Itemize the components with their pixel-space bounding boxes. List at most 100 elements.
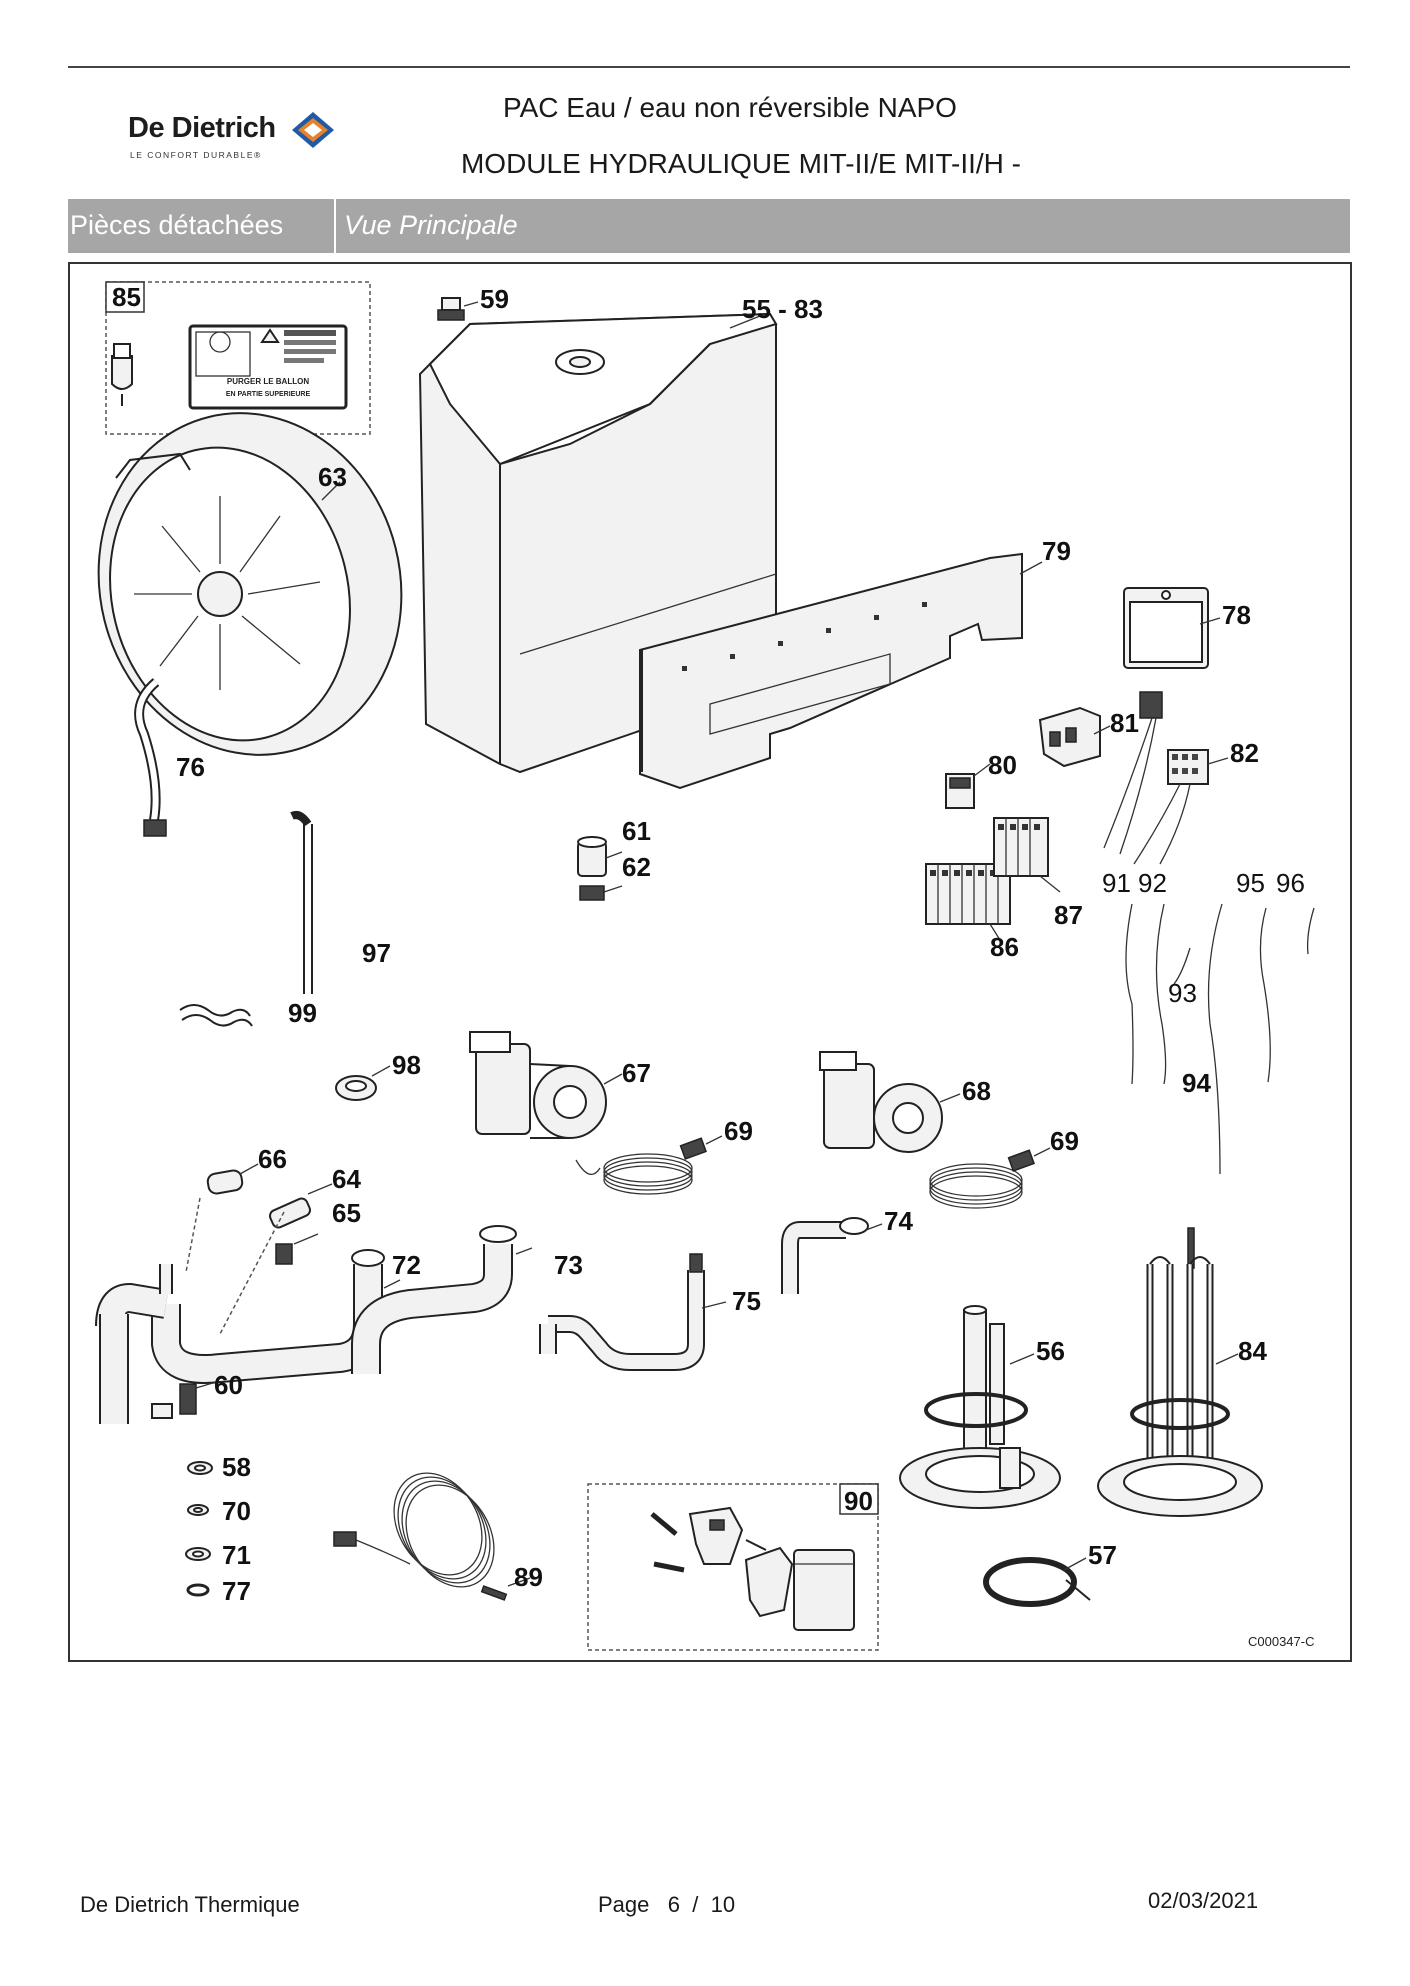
page-separator: / bbox=[692, 1892, 699, 1917]
callout-74: 74 bbox=[884, 1206, 913, 1236]
callout-56: 56 bbox=[1036, 1336, 1065, 1366]
callout-66: 66 bbox=[258, 1144, 287, 1174]
part-91-96-sensor-cables bbox=[1125, 903, 1315, 1175]
section-view: Vue Principale bbox=[344, 210, 518, 240]
callout-71: 71 bbox=[222, 1540, 251, 1570]
part-82-connector-harness bbox=[1103, 691, 1229, 865]
part-71-washer bbox=[185, 1547, 211, 1561]
part-74-pipe bbox=[781, 1217, 883, 1294]
part-90-control-kit bbox=[587, 1483, 879, 1651]
callout-96: 96 bbox=[1276, 868, 1305, 898]
callout-61: 61 bbox=[622, 816, 651, 846]
callout-58: 58 bbox=[222, 1452, 251, 1482]
part-85-purge-kit: PURGER LE BALLON EN PARTIE SUPERIEURE bbox=[105, 281, 371, 435]
page-label: Page bbox=[598, 1892, 650, 1917]
callout-77: 77 bbox=[222, 1576, 251, 1606]
drawing-reference: C000347-C bbox=[1248, 1634, 1315, 1649]
callout-75: 75 bbox=[732, 1286, 761, 1316]
callout-63: 63 bbox=[318, 462, 347, 492]
callout-80: 80 bbox=[988, 750, 1017, 780]
part-81-switch bbox=[1038, 706, 1111, 768]
callout-82: 82 bbox=[1230, 738, 1259, 768]
callout-68: 68 bbox=[962, 1076, 991, 1106]
part-66-sensor bbox=[206, 1163, 259, 1195]
part-99-clip bbox=[179, 1004, 253, 1027]
part-69-pump-cable-2 bbox=[929, 1147, 1051, 1209]
part-89-sensor-probe bbox=[333, 1472, 531, 1601]
callout-84: 84 bbox=[1238, 1336, 1267, 1366]
callout-86: 86 bbox=[990, 932, 1019, 962]
part-73-pipe bbox=[351, 1225, 533, 1374]
part-56-heat-exchanger-flange bbox=[899, 1305, 1061, 1509]
parts-drawing: PURGER LE BALLON EN PARTIE SUPERIEURE bbox=[95, 281, 1315, 1651]
page-total: 10 bbox=[710, 1892, 736, 1917]
callout-55-83: 55 - 83 bbox=[742, 294, 823, 324]
part-86-87-terminal-blocks bbox=[925, 817, 1061, 941]
callout-65: 65 bbox=[332, 1198, 361, 1228]
callout-73: 73 bbox=[554, 1250, 583, 1280]
callout-98: 98 bbox=[392, 1050, 421, 1080]
label-text-line-1: PURGER LE BALLON bbox=[227, 377, 309, 386]
brand-diamond-icon bbox=[292, 112, 334, 148]
callout-59: 59 bbox=[480, 284, 509, 314]
callout-57: 57 bbox=[1088, 1540, 1117, 1570]
callout-81: 81 bbox=[1110, 708, 1139, 738]
part-79-mounting-plate bbox=[639, 552, 1043, 790]
callout-labels: 85 59 55 - 83 63 79 78 81 82 76 80 61 62… bbox=[112, 282, 1305, 1606]
callout-78: 78 bbox=[1222, 600, 1251, 630]
callout-85: 85 bbox=[112, 282, 141, 312]
part-98-nut bbox=[335, 1065, 391, 1101]
callout-62: 62 bbox=[622, 852, 651, 882]
label-text-line-2: EN PARTIE SUPERIEURE bbox=[226, 391, 311, 398]
part-57-gasket bbox=[983, 1557, 1091, 1607]
section-category-cell: Pièces détachées bbox=[68, 199, 336, 253]
callout-87: 87 bbox=[1054, 900, 1083, 930]
section-bar: Pièces détachées Vue Principale bbox=[68, 199, 1350, 253]
part-97-sensor-rod bbox=[290, 811, 313, 994]
callout-79: 79 bbox=[1042, 536, 1071, 566]
header-rule bbox=[68, 66, 1350, 68]
part-64-pressure-sensor bbox=[268, 1183, 333, 1229]
document-subtitle: MODULE HYDRAULIQUE MIT-II/E MIT-II/H - bbox=[460, 148, 1022, 179]
part-63-expansion-vessel bbox=[97, 412, 403, 756]
callout-67: 67 bbox=[622, 1058, 651, 1088]
callout-76: 76 bbox=[176, 752, 205, 782]
callout-69-a: 69 bbox=[724, 1116, 753, 1146]
callout-90: 90 bbox=[844, 1486, 873, 1516]
brand-logo: De Dietrich LE CONFORT DURABLE® bbox=[128, 112, 348, 172]
part-78-cover bbox=[1123, 587, 1221, 669]
callout-95: 95 bbox=[1236, 868, 1265, 898]
callout-70: 70 bbox=[222, 1496, 251, 1526]
callout-72: 72 bbox=[392, 1250, 421, 1280]
callout-64: 64 bbox=[332, 1164, 361, 1194]
part-75-pipe bbox=[539, 1253, 727, 1371]
footer-date: 02/03/2021 bbox=[1148, 1888, 1259, 1913]
part-60-drain-valve bbox=[151, 1381, 217, 1419]
callout-60: 60 bbox=[214, 1370, 243, 1400]
callout-91: 91 bbox=[1102, 868, 1131, 898]
part-70-washer bbox=[187, 1504, 209, 1516]
brand-tagline: LE CONFORT DURABLE® bbox=[130, 150, 262, 160]
part-69-pump-cable-1 bbox=[575, 1135, 723, 1195]
part-80-relay bbox=[945, 763, 991, 809]
footer-company: De Dietrich Thermique bbox=[80, 1892, 300, 1917]
footer-page-number: Page 6 / 10 bbox=[598, 1892, 735, 1918]
callout-97: 97 bbox=[362, 938, 391, 968]
page-current: 6 bbox=[667, 1892, 680, 1917]
part-76-flex-hose bbox=[134, 678, 167, 837]
part-65-fitting bbox=[275, 1233, 319, 1265]
section-category: Pièces détachées bbox=[70, 210, 284, 240]
callout-94: 94 bbox=[1182, 1068, 1211, 1098]
callout-93: 93 bbox=[1168, 978, 1197, 1008]
callout-99: 99 bbox=[288, 998, 317, 1028]
part-59-vent bbox=[437, 297, 479, 321]
part-61-62-fittings bbox=[577, 836, 623, 901]
document-title: PAC Eau / eau non réversible NAPO bbox=[503, 92, 957, 123]
callout-69-b: 69 bbox=[1050, 1126, 1079, 1156]
callout-92: 92 bbox=[1138, 868, 1167, 898]
part-68-circulator-pump bbox=[819, 1051, 961, 1153]
part-67-circulator-pump bbox=[469, 1031, 623, 1139]
part-58-washer bbox=[187, 1461, 213, 1475]
callout-89: 89 bbox=[514, 1562, 543, 1592]
brand-name: De Dietrich bbox=[128, 112, 276, 144]
